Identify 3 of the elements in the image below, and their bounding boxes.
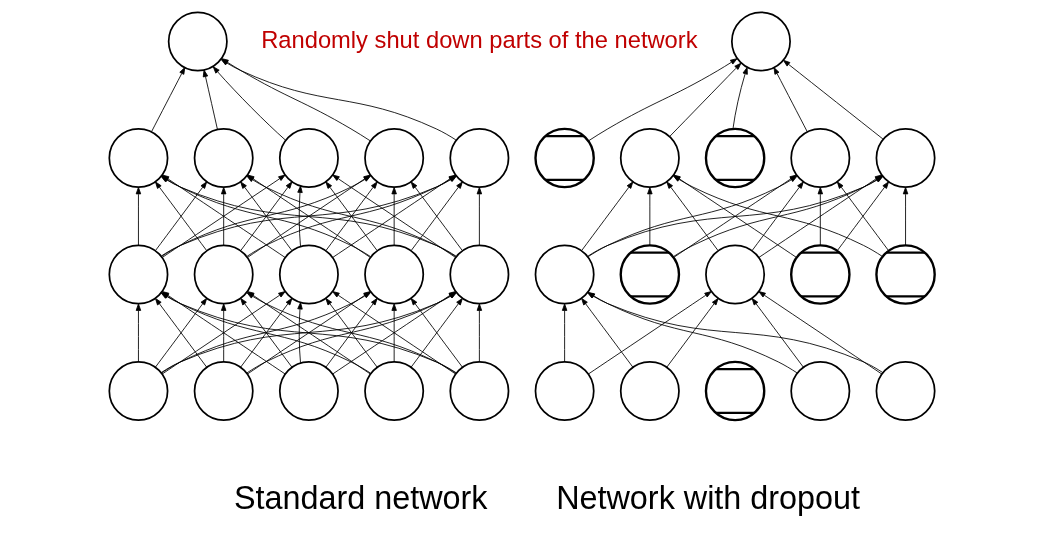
label: Standard network	[233, 479, 488, 516]
label: Randomly shut down parts of the network	[260, 26, 698, 53]
label: Network with dropout	[555, 479, 860, 516]
